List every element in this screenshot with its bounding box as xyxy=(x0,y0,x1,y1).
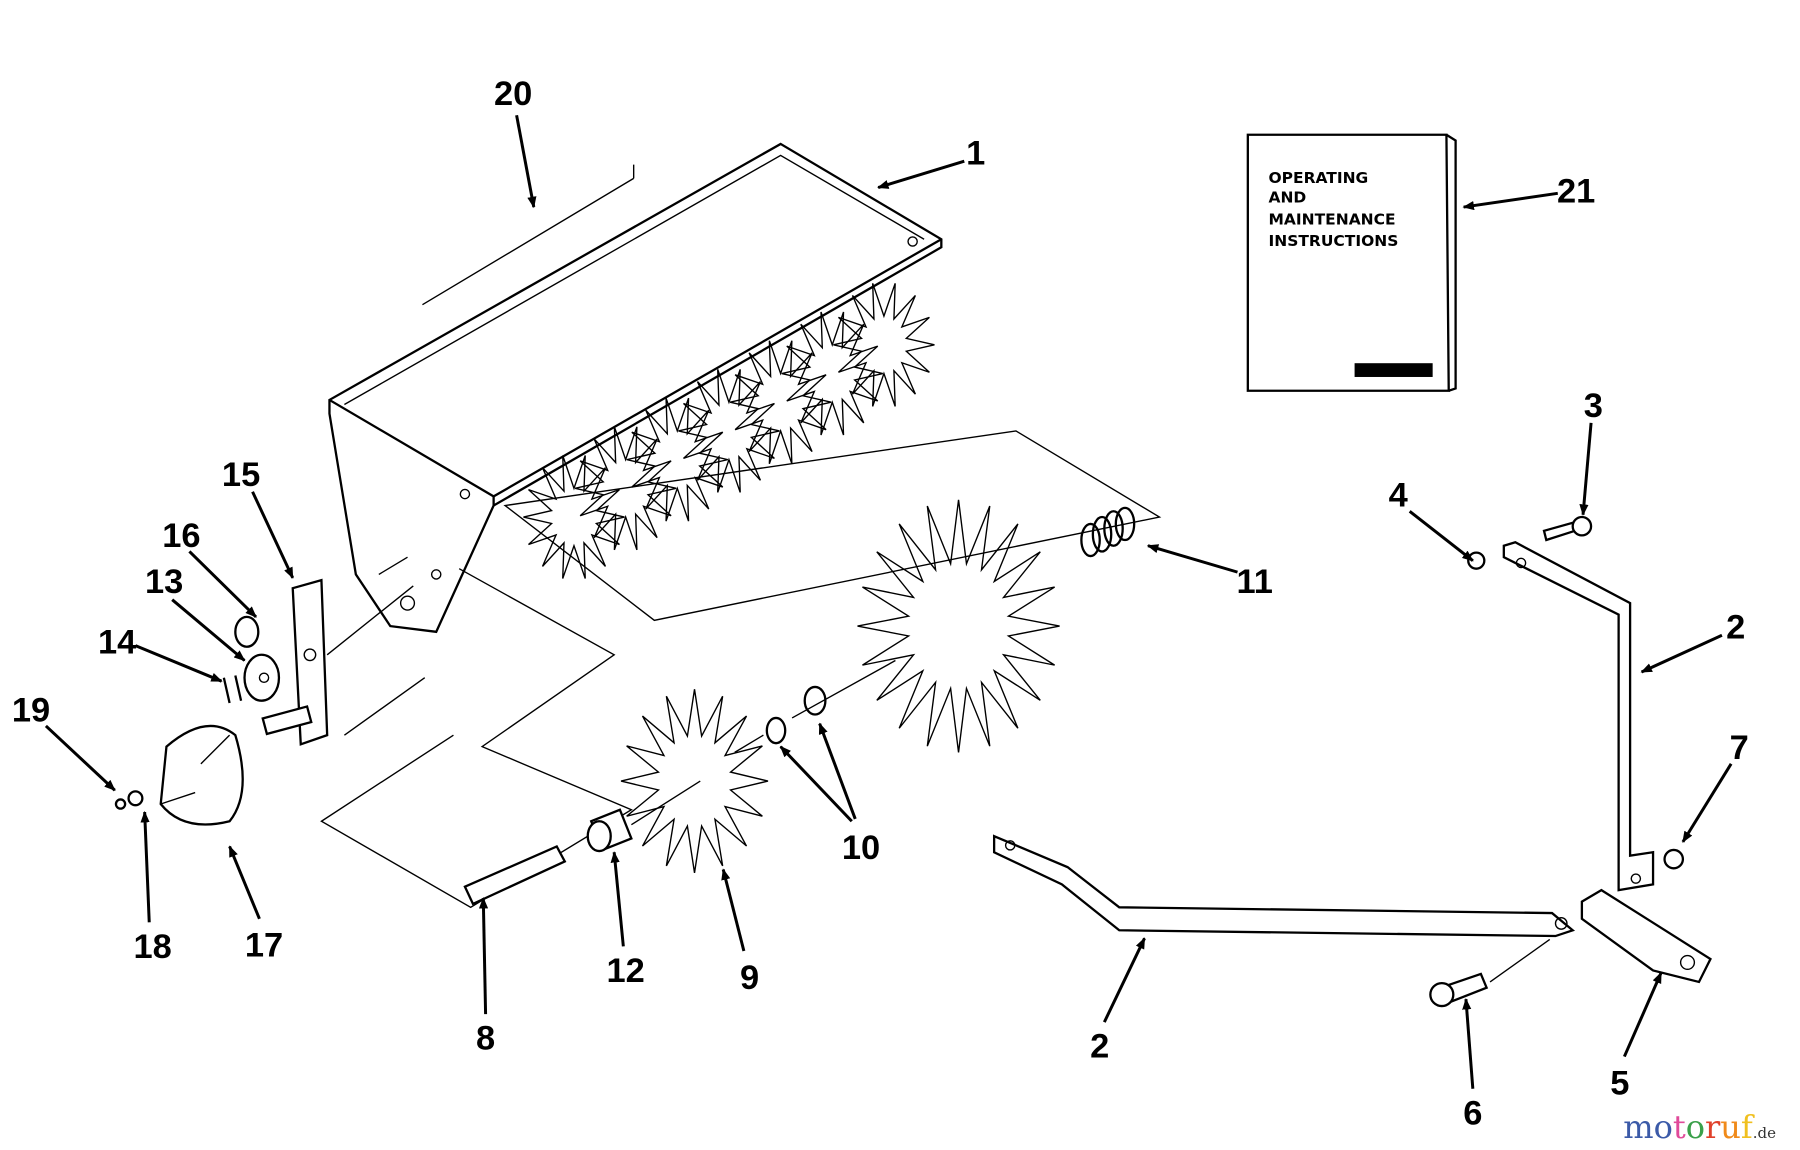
callout-13: 13 xyxy=(145,563,183,601)
manual-title-line: AND xyxy=(1268,188,1306,206)
manual-part: OPERATING AND MAINTENANCE INSTRUCTIONS xyxy=(1246,133,1457,392)
callout-6: 6 xyxy=(1463,1094,1482,1132)
watermark-letter: t xyxy=(1672,1108,1686,1146)
callout-3: 3 xyxy=(1584,387,1603,425)
watermark-letter: r xyxy=(1705,1108,1721,1146)
roller-spike-wheel xyxy=(833,283,935,407)
lower-bar-part xyxy=(992,834,1712,1008)
tine-wheel xyxy=(857,499,1060,753)
callout-labels: 1 2 2 3 4 5 6 7 8 9 10 11 12 13 14 15 16… xyxy=(12,75,1749,1132)
callout-8: 8 xyxy=(476,1020,495,1058)
callout-10: 10 xyxy=(842,829,880,867)
watermark-letter: f xyxy=(1740,1108,1753,1146)
callout-18: 18 xyxy=(134,928,172,966)
watermark-letter: o xyxy=(1685,1108,1705,1146)
spring-part xyxy=(1080,506,1136,558)
callout-16: 16 xyxy=(162,517,200,555)
roller-spike-wheel xyxy=(574,426,677,551)
watermark-letters: motoruf xyxy=(1623,1108,1752,1146)
callout-12: 12 xyxy=(606,952,644,990)
callout-2: 2 xyxy=(1090,1028,1109,1066)
shaft-outline xyxy=(320,568,633,909)
watermark-letter: o xyxy=(1653,1108,1673,1146)
bearing-plate-part xyxy=(222,556,426,746)
roller-spike-wheel xyxy=(678,369,780,493)
roller-outline xyxy=(503,430,1162,622)
callout-9: 9 xyxy=(740,959,759,997)
roller-spike-wheel xyxy=(626,397,728,522)
upper-bracket-part xyxy=(1467,515,1685,892)
callout-14: 14 xyxy=(98,624,136,662)
roller-spike-wheel xyxy=(729,340,832,464)
watermark-suffix: .de xyxy=(1752,1124,1776,1142)
watermark-letter: u xyxy=(1720,1108,1741,1146)
watermark-letter: m xyxy=(1623,1108,1654,1146)
callout-19: 19 xyxy=(12,691,50,729)
callout-21: 21 xyxy=(1557,172,1595,210)
callout-17: 17 xyxy=(245,927,283,965)
manual-title-line: OPERATING xyxy=(1268,169,1368,187)
spike-rows xyxy=(523,283,1060,873)
manual-title-line: INSTRUCTIONS xyxy=(1268,232,1398,250)
callout-1: 1 xyxy=(966,135,985,173)
callout-15: 15 xyxy=(222,456,260,494)
hopper-part xyxy=(328,142,943,634)
callouts xyxy=(44,114,1733,1089)
roller-spike-wheel xyxy=(781,311,883,436)
callout-11: 11 xyxy=(1237,563,1273,601)
callout-20: 20 xyxy=(494,75,532,113)
watermark-logo: motoruf.de xyxy=(1623,1108,1776,1146)
tine-wheel xyxy=(620,689,769,873)
decal-part xyxy=(422,164,635,306)
callout-5: 5 xyxy=(1610,1064,1629,1102)
shaft-part xyxy=(463,659,896,906)
roller-spike-wheel xyxy=(523,455,625,579)
manual-logo xyxy=(1354,363,1433,377)
callout-2: 2 xyxy=(1726,609,1745,647)
wheel-part xyxy=(114,724,244,826)
callout-7: 7 xyxy=(1730,729,1749,767)
callout-4: 4 xyxy=(1389,477,1408,515)
manual-title-line: MAINTENANCE xyxy=(1268,210,1395,228)
